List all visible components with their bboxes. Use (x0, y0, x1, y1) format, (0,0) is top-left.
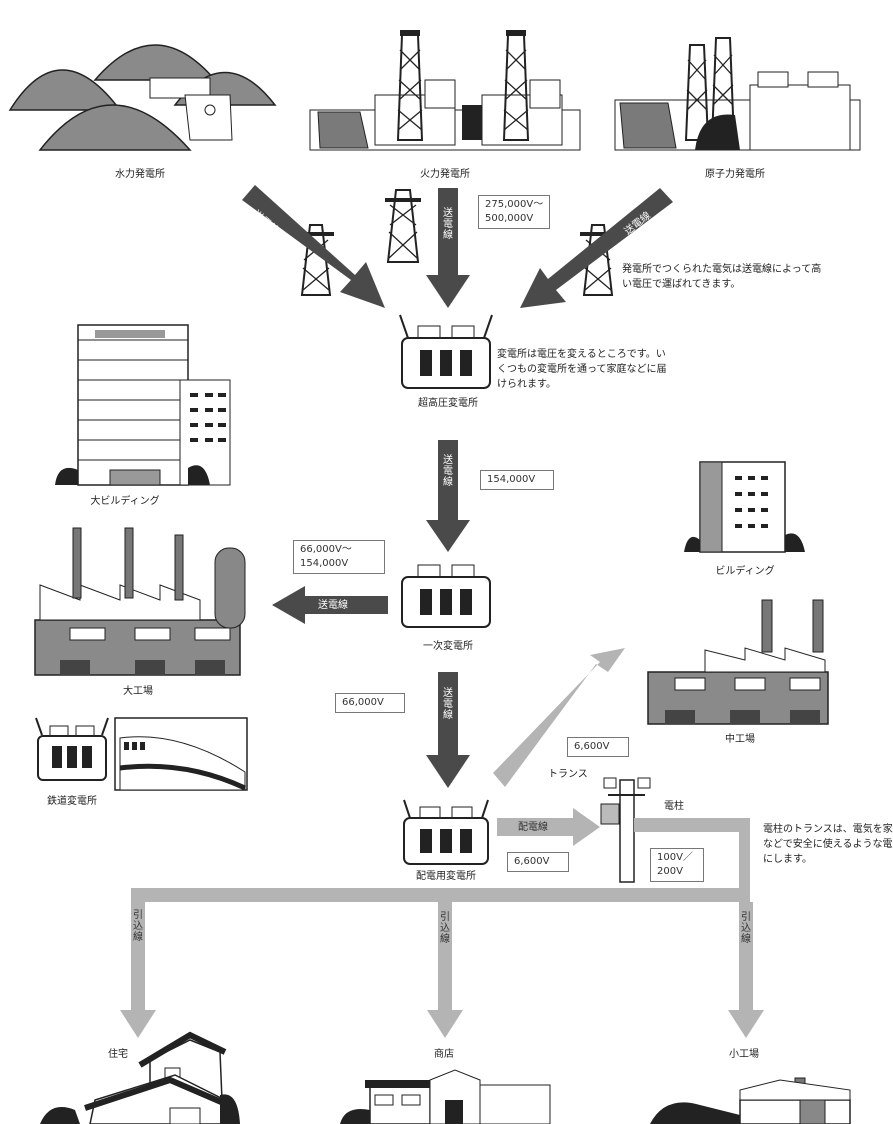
service-line-label-small-factory: 引込線 (740, 912, 752, 945)
ultra-high-substation-label: 超高圧変電所 (418, 397, 478, 410)
railway-substation-icon (36, 718, 108, 780)
ultra-high-substation-icon (400, 315, 492, 388)
pole-transformer-note: 電柱のトランスは、電気を家庭などで安全に使えるような電圧にします。 (763, 822, 893, 867)
distribution-line-label: 配電線 (518, 821, 548, 834)
pole-transformer-label: トランス (548, 768, 588, 781)
primary-substation-icon (402, 565, 490, 627)
transmission-line-label-center: 送電線 (442, 208, 454, 241)
house-label: 住宅 (108, 1048, 128, 1061)
hydro-plant-label: 水力発電所 (115, 168, 165, 181)
distribution-substation-label: 配電用変電所 (416, 870, 476, 883)
distribution-substation-icon (404, 800, 488, 864)
thermal-plant-label: 火力発電所 (420, 168, 470, 181)
voltage-box-6600-top: 6,600V (567, 737, 629, 757)
nuclear-plant-label: 原子力発電所 (705, 168, 765, 181)
tower-center (385, 190, 421, 262)
small-factory-illustration (650, 1078, 850, 1124)
pole-label: 電柱 (664, 800, 684, 813)
medium-factory-label: 中工場 (725, 733, 755, 746)
railway-substation-label: 鉄道変電所 (47, 795, 97, 808)
train-illustration (115, 718, 247, 790)
voltage-box-high-line: 275,000V〜 500,000V (478, 195, 550, 229)
medium-factory-illustration (648, 600, 828, 724)
shop-label: 商店 (434, 1048, 454, 1061)
service-line-label-shop: 引込線 (439, 912, 451, 945)
thermal-plant-illustration (310, 30, 580, 150)
shop-illustration (340, 1070, 550, 1124)
arrow-thermal (426, 188, 470, 308)
building-label: ビルディング (715, 565, 774, 578)
large-building-illustration (55, 325, 230, 485)
nuclear-plant-illustration (615, 38, 860, 150)
transmission-note: 発電所でつくられた電気は送電線によって高い電圧で運ばれてきます。 (622, 262, 827, 292)
house-illustration (40, 1035, 240, 1124)
large-factory-illustration (35, 528, 245, 675)
substation-note: 変電所は電圧を変えるところです。いくつもの変電所を通って家庭などに届けられます。 (497, 347, 669, 392)
voltage-box-154000: 154,000V (480, 470, 554, 490)
arrow-to-pole (497, 808, 600, 846)
building-illustration (684, 462, 805, 552)
voltage-box-66000-154000: 66,000V〜 154,000V (293, 540, 385, 574)
voltage-box-6600-bottom: 6,600V (507, 852, 569, 872)
voltage-box-100-200: 100V／ 200V (650, 848, 704, 882)
service-main-line (131, 888, 750, 902)
service-line-label-house: 引込線 (132, 910, 144, 943)
large-building-label: 大ビルディング (90, 495, 159, 508)
transmission-line-label-to-factory: 送電線 (318, 599, 348, 612)
small-factory-label: 小工場 (729, 1048, 759, 1061)
transmission-line-label-to-distribution: 送電線 (442, 688, 454, 721)
voltage-box-66000: 66,000V (335, 693, 405, 713)
hydro-plant-illustration (10, 45, 275, 150)
arrow-hydro (242, 185, 385, 308)
large-factory-label: 大工場 (123, 685, 153, 698)
primary-substation-label: 一次変電所 (423, 640, 473, 653)
transmission-line-label-to-primary: 送電線 (442, 455, 454, 488)
